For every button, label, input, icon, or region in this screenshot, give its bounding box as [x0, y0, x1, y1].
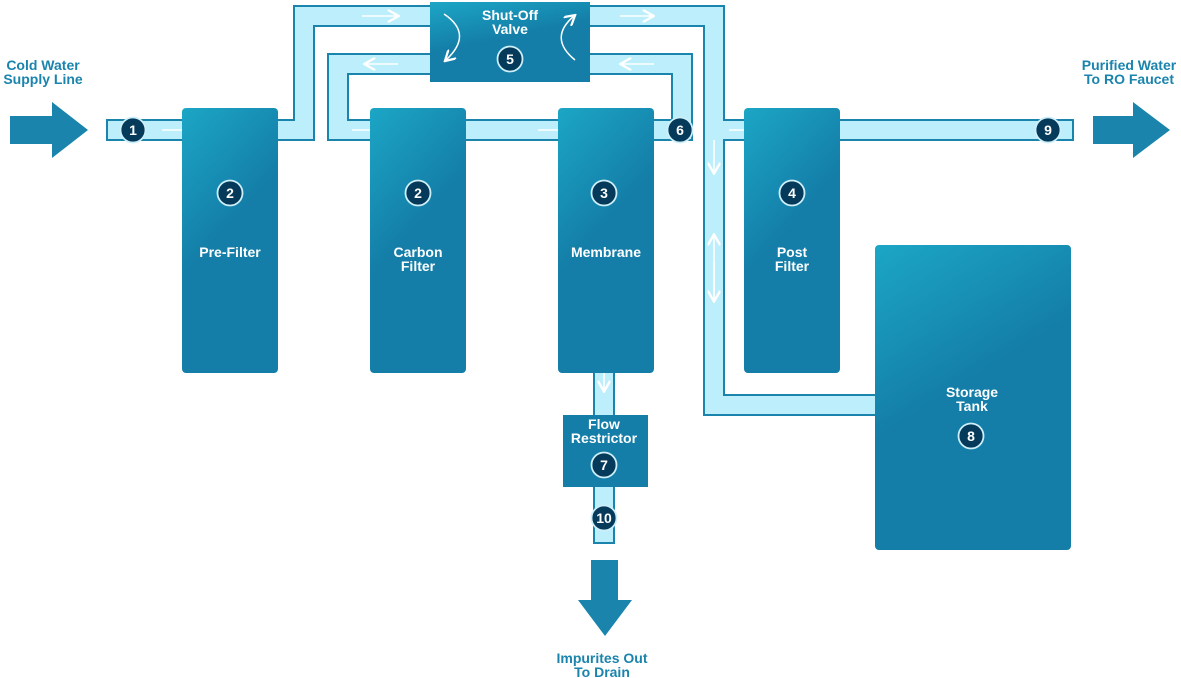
post-label-1: Post: [777, 244, 808, 260]
number-marker-text: 10: [596, 510, 612, 526]
tank-label-2: Tank: [956, 398, 988, 414]
carbon-label-2: Filter: [401, 258, 436, 274]
number-marker: [590, 504, 618, 532]
carbon-label-1: Carbon: [394, 244, 443, 260]
number-marker: [1034, 116, 1062, 144]
valve-curve-arrow-icon: [444, 13, 461, 60]
membrane: Membrane: [558, 108, 654, 373]
number-marker: [666, 116, 694, 144]
valve-curve-arrow-icon: [560, 16, 575, 61]
valve-label-1: Shut-Off: [482, 7, 538, 23]
number-marker: [119, 116, 147, 144]
number-marker-text: 5: [506, 51, 514, 67]
number-marker: [216, 179, 244, 207]
number-marker-text: 8: [967, 428, 975, 444]
carbon-filter: Carbon Filter: [370, 108, 466, 373]
drain-label-1: Impurites Out: [556, 650, 647, 666]
prefilter-label: Pre-Filter: [199, 244, 261, 260]
inlet-label-1: Cold Water: [6, 57, 80, 73]
number-marker-text: 3: [600, 185, 608, 201]
number-marker: [404, 179, 432, 207]
number-marker-text: 1: [129, 122, 137, 138]
number-marker: [778, 179, 806, 207]
number-marker: [957, 422, 985, 450]
restrictor-label-1: Flow: [588, 416, 620, 432]
tank-label-1: Storage: [946, 384, 998, 400]
number-marker-text: 6: [676, 122, 684, 138]
number-marker: [496, 45, 524, 73]
post-label-2: Filter: [775, 258, 810, 274]
valve-label-2: Valve: [492, 21, 528, 37]
outlet-arrow: [1093, 102, 1170, 158]
outlet-label-2: To RO Faucet: [1084, 71, 1174, 87]
number-marker-text: 9: [1044, 122, 1052, 138]
inlet-arrow: [10, 102, 88, 158]
storage-tank: Storage Tank: [875, 245, 1071, 550]
pipe-valve-to-post-and-tank: [587, 5, 1074, 416]
number-marker-text: 4: [788, 185, 796, 201]
drain-label-2: To Drain: [574, 664, 630, 678]
prefilter: Pre-Filter: [182, 108, 278, 373]
number-marker: [590, 179, 618, 207]
post-filter: Post Filter: [744, 108, 840, 373]
number-marker-text: 2: [414, 185, 422, 201]
inlet-label-2: Supply Line: [3, 71, 83, 87]
restrictor-label-2: Restrictor: [571, 430, 638, 446]
outlet-label-1: Purified Water: [1082, 57, 1177, 73]
number-marker-text: 2: [226, 185, 234, 201]
drain-arrow: [578, 560, 632, 636]
number-marker: [590, 451, 618, 479]
membrane-label: Membrane: [571, 244, 641, 260]
number-marker-text: 7: [600, 457, 608, 473]
